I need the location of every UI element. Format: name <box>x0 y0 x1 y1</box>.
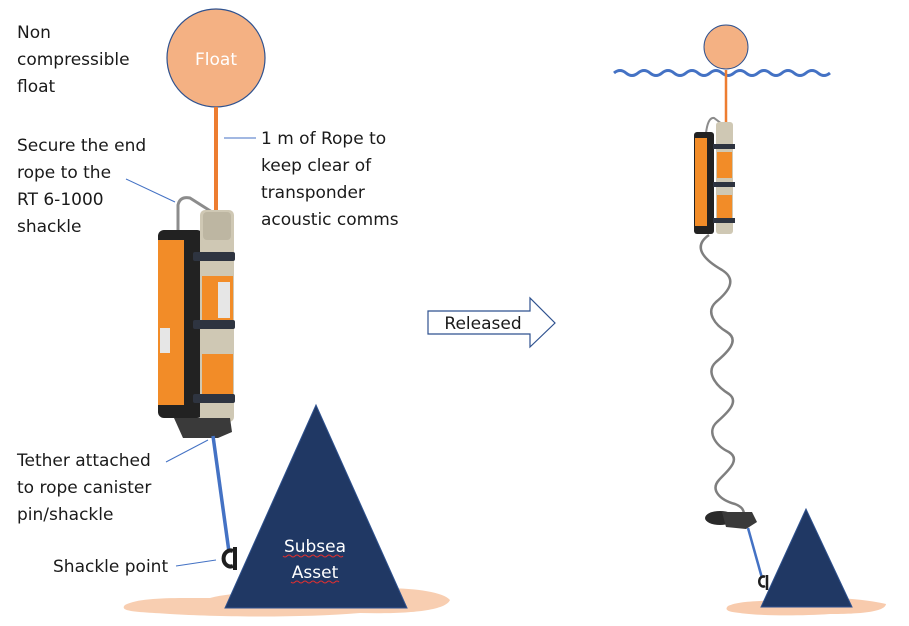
float-surfaced <box>703 24 749 70</box>
tether-right <box>746 527 764 579</box>
svg-text:Non: Non <box>17 23 51 43</box>
end-rope-right <box>705 116 723 134</box>
svg-text:Secure the end: Secure the end <box>17 136 146 156</box>
shackle-icon <box>221 547 237 570</box>
coiled-rope <box>699 233 747 517</box>
released-arrow <box>427 296 556 349</box>
svg-text:Tether attached: Tether attached <box>16 451 151 471</box>
svg-text:to rope canister: to rope canister <box>17 478 151 498</box>
svg-text:float: float <box>17 77 56 97</box>
svg-text:keep clear of: keep clear of <box>261 156 372 176</box>
tether-note: Tether attached to rope canister pin/sha… <box>16 451 151 525</box>
water-surface <box>613 69 831 77</box>
svg-text:pin/shackle: pin/shackle <box>17 505 113 525</box>
subsea-asset-left <box>224 403 408 609</box>
spellcheck-underline <box>282 554 344 558</box>
svg-text:1 m of Rope to: 1 m of Rope to <box>261 129 386 149</box>
svg-text:acoustic comms: acoustic comms <box>261 210 399 230</box>
secure-note: Secure the end rope to the RT 6-1000 sha… <box>17 136 146 237</box>
clamp <box>193 320 235 329</box>
callout-tether <box>165 439 209 463</box>
rope-note: 1 m of Rope to keep clear of transponder… <box>261 129 399 230</box>
spellcheck-underline <box>290 580 340 584</box>
asset-label-line2: Asset <box>292 563 339 583</box>
transponder-band-2 <box>202 354 233 399</box>
transponder-band-right <box>717 195 732 219</box>
transponder-band-right <box>717 152 732 178</box>
svg-text:shackle: shackle <box>17 217 81 237</box>
svg-text:rope to the: rope to the <box>17 163 111 183</box>
svg-text:compressible: compressible <box>17 50 130 70</box>
end-rope <box>176 196 213 232</box>
released-label: Released <box>444 314 521 334</box>
subsea-asset-right <box>760 507 853 608</box>
svg-text:transponder: transponder <box>261 183 365 203</box>
shackle-icon <box>758 575 769 590</box>
canister-label <box>158 240 184 405</box>
tether <box>211 435 231 553</box>
clamp <box>193 252 235 261</box>
canister-sticker <box>160 328 170 353</box>
float-label: Float <box>195 50 237 70</box>
callout-shackle <box>175 559 217 567</box>
asset-label-line1: Subsea <box>284 537 346 557</box>
release-base-right <box>705 511 757 529</box>
float-note: Non compressible float <box>17 23 130 97</box>
transponder-sticker <box>218 282 230 318</box>
clamp <box>193 394 235 403</box>
canister-label-right <box>695 138 707 226</box>
clamp <box>713 144 735 149</box>
shackle-note: Shackle point <box>53 557 168 577</box>
clamp <box>713 182 735 187</box>
callout-secure <box>125 178 176 203</box>
clamp <box>713 218 735 223</box>
transponder-top <box>203 212 231 240</box>
svg-text:RT 6-1000: RT 6-1000 <box>17 190 104 210</box>
release-base <box>174 418 232 438</box>
